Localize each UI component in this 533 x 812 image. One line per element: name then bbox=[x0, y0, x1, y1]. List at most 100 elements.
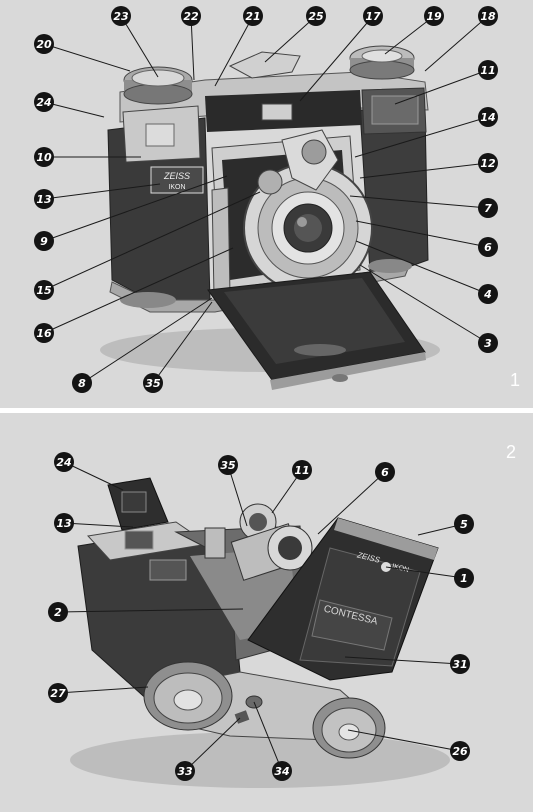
callout-number: 20 bbox=[36, 38, 52, 51]
leader-line bbox=[57, 608, 244, 613]
callout-14: 14 bbox=[478, 107, 498, 127]
callout-badge bbox=[478, 237, 498, 257]
leader-line bbox=[424, 15, 489, 72]
callout-number: 13 bbox=[36, 193, 52, 206]
leader-lines bbox=[43, 15, 489, 772]
callout-19: 19 bbox=[424, 6, 444, 26]
callout-number: 15 bbox=[36, 284, 52, 297]
callout-badge bbox=[454, 568, 474, 588]
figure-number-2: 2 bbox=[506, 442, 517, 462]
leader-line bbox=[214, 15, 254, 87]
callout-9: 9 bbox=[34, 231, 54, 251]
callout-badge bbox=[34, 323, 54, 343]
leader-line bbox=[394, 69, 489, 105]
callout-number: 4 bbox=[483, 288, 492, 301]
callout-badge bbox=[34, 189, 54, 209]
callout-number: 24 bbox=[56, 456, 71, 469]
callout-badge bbox=[375, 462, 395, 482]
callout-number: 6 bbox=[381, 466, 389, 479]
leader-line bbox=[359, 162, 489, 179]
leader-line bbox=[43, 175, 228, 242]
leader-line bbox=[43, 101, 105, 118]
callout-21: 21 bbox=[243, 6, 263, 26]
callout-badge bbox=[478, 6, 498, 26]
figure-number-1: 1 bbox=[510, 370, 521, 390]
callout-number: 16 bbox=[36, 327, 52, 340]
callout-number: 35 bbox=[145, 377, 161, 390]
callout-20: 20 bbox=[34, 34, 54, 54]
leader-line bbox=[385, 566, 465, 579]
callout-number: 12 bbox=[480, 157, 496, 170]
leader-line bbox=[227, 464, 248, 527]
leader-line bbox=[347, 729, 461, 752]
callout-badge bbox=[478, 333, 498, 353]
callout-badge bbox=[48, 602, 68, 622]
callout-badge bbox=[450, 654, 470, 674]
callout-24: 24 bbox=[54, 452, 74, 472]
callout-badge bbox=[111, 6, 131, 26]
callout-number: 11 bbox=[480, 64, 495, 77]
callout-badge bbox=[478, 198, 498, 218]
callout-number: 25 bbox=[308, 10, 324, 23]
callout-number: 13 bbox=[56, 517, 72, 530]
callout-badge bbox=[272, 761, 292, 781]
callout-badge bbox=[54, 513, 74, 533]
callout-10: 10 bbox=[34, 147, 54, 167]
callout-badge bbox=[243, 6, 263, 26]
callout-badge bbox=[478, 107, 498, 127]
callout-1: 1 bbox=[454, 568, 474, 588]
callout-badge bbox=[34, 231, 54, 251]
callout-badge bbox=[306, 6, 326, 26]
callout-number: 7 bbox=[484, 202, 492, 215]
callout-number: 34 bbox=[274, 765, 289, 778]
callout-3: 3 bbox=[478, 333, 498, 353]
leader-line bbox=[384, 15, 435, 55]
callout-badge bbox=[181, 6, 201, 26]
callout-badge bbox=[478, 153, 498, 173]
callout-18: 18 bbox=[478, 6, 498, 26]
callout-2: 2 bbox=[48, 602, 68, 622]
callout-33: 33 bbox=[175, 761, 195, 781]
callout-number: 5 bbox=[460, 518, 468, 531]
callout-23: 23 bbox=[111, 6, 131, 26]
callout-badge bbox=[218, 455, 238, 475]
callout-badge bbox=[34, 280, 54, 300]
callout-number: 24 bbox=[36, 96, 51, 109]
callout-4: 4 bbox=[478, 284, 498, 304]
callout-badge bbox=[72, 373, 92, 393]
callout-number: 18 bbox=[480, 10, 496, 23]
callout-number: 9 bbox=[40, 235, 48, 248]
callout-6: 6 bbox=[478, 237, 498, 257]
callout-number: 23 bbox=[113, 10, 129, 23]
leader-line bbox=[152, 301, 213, 384]
callout-35: 35 bbox=[143, 373, 163, 393]
leader-line bbox=[81, 297, 213, 384]
callout-badge bbox=[454, 514, 474, 534]
callout-badge bbox=[292, 460, 312, 480]
callout-13: 13 bbox=[34, 189, 54, 209]
leader-line bbox=[253, 701, 283, 772]
callout-11: 11 bbox=[292, 460, 312, 480]
callout-7: 7 bbox=[478, 198, 498, 218]
leader-line bbox=[57, 686, 149, 694]
leader-line bbox=[43, 183, 161, 200]
callout-24: 24 bbox=[34, 92, 54, 112]
callout-17: 17 bbox=[363, 6, 383, 26]
callout-6: 6 bbox=[375, 462, 395, 482]
leader-line bbox=[349, 195, 489, 209]
callout-number: 35 bbox=[220, 459, 236, 472]
callout-5: 5 bbox=[454, 514, 474, 534]
callout-number: 11 bbox=[294, 464, 309, 477]
leader-line bbox=[355, 240, 489, 295]
callout-number: 2 bbox=[54, 606, 62, 619]
callout-badge bbox=[363, 6, 383, 26]
front-sub-text: IKON bbox=[168, 184, 185, 191]
figure-1-camera bbox=[100, 45, 440, 390]
callout-number: 3 bbox=[484, 337, 492, 350]
leader-line bbox=[344, 656, 461, 665]
callout-number: 17 bbox=[365, 10, 381, 23]
callout-badge bbox=[450, 741, 470, 761]
callout-25: 25 bbox=[306, 6, 326, 26]
